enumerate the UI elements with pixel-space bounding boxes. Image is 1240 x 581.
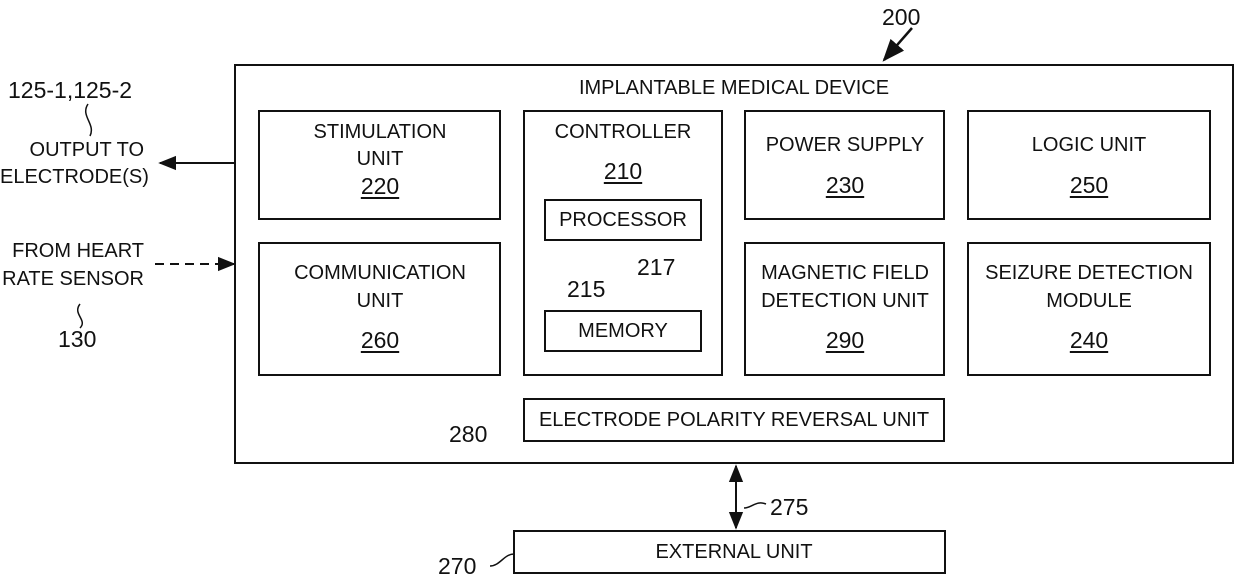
sensor-label-2: RATE SENSOR — [0, 268, 144, 290]
logic-unit-ref: 250 — [1070, 172, 1108, 198]
leader-275 — [744, 503, 766, 508]
seizure-detection-label-1: SEIZURE DETECTION — [985, 262, 1193, 284]
figure-ref-label: 200 — [882, 4, 920, 30]
device-title: IMPLANTABLE MEDICAL DEVICE — [579, 77, 889, 99]
polarity-reversal-label: ELECTRODE POLARITY REVERSAL UNIT — [539, 409, 929, 431]
leader-125 — [86, 104, 92, 136]
magnetic-field-ref: 290 — [826, 327, 864, 353]
communication-unit-label-2: UNIT — [357, 290, 404, 312]
magnetic-field-label-1: MAGNETIC FIELD — [761, 262, 929, 284]
power-supply-block — [744, 110, 945, 220]
processor-ref: 215 — [567, 276, 605, 302]
logic-unit-label: LOGIC UNIT — [1032, 134, 1146, 156]
communication-unit-ref: 260 — [361, 327, 399, 353]
output-label-1: OUTPUT TO — [0, 139, 144, 161]
polarity-reversal-ref: 280 — [449, 421, 487, 447]
memory-label: MEMORY — [578, 320, 668, 342]
stimulation-unit-label-1: STIMULATION — [314, 121, 447, 143]
sensor-label-1: FROM HEART — [0, 240, 144, 262]
sensor-ref: 130 — [58, 326, 96, 352]
leader-130 — [78, 304, 83, 328]
processor-label: PROCESSOR — [559, 209, 687, 231]
seizure-detection-ref: 240 — [1070, 327, 1108, 353]
figure-ref-arrow — [884, 28, 912, 60]
external-unit-label: EXTERNAL UNIT — [655, 541, 812, 563]
power-supply-ref: 230 — [826, 172, 864, 198]
controller-ref: 210 — [604, 158, 642, 184]
seizure-detection-label-2: MODULE — [1046, 290, 1132, 312]
controller-label: CONTROLLER — [555, 121, 692, 143]
logic-unit-block — [967, 110, 1211, 220]
communication-unit-label-1: COMMUNICATION — [294, 262, 466, 284]
stimulation-unit-label-2: UNIT — [357, 148, 404, 170]
electrodes-ref: 125-1,125-2 — [8, 77, 132, 103]
magnetic-field-label-2: DETECTION UNIT — [761, 290, 929, 312]
link-ref: 275 — [770, 494, 808, 520]
stimulation-unit-ref: 220 — [361, 173, 399, 199]
output-label-2: ELECTRODE(S) — [0, 166, 144, 188]
power-supply-label: POWER SUPPLY — [766, 134, 925, 156]
leader-270 — [490, 554, 514, 566]
external-unit-ref: 270 — [438, 553, 476, 579]
memory-ref: 217 — [637, 254, 675, 280]
